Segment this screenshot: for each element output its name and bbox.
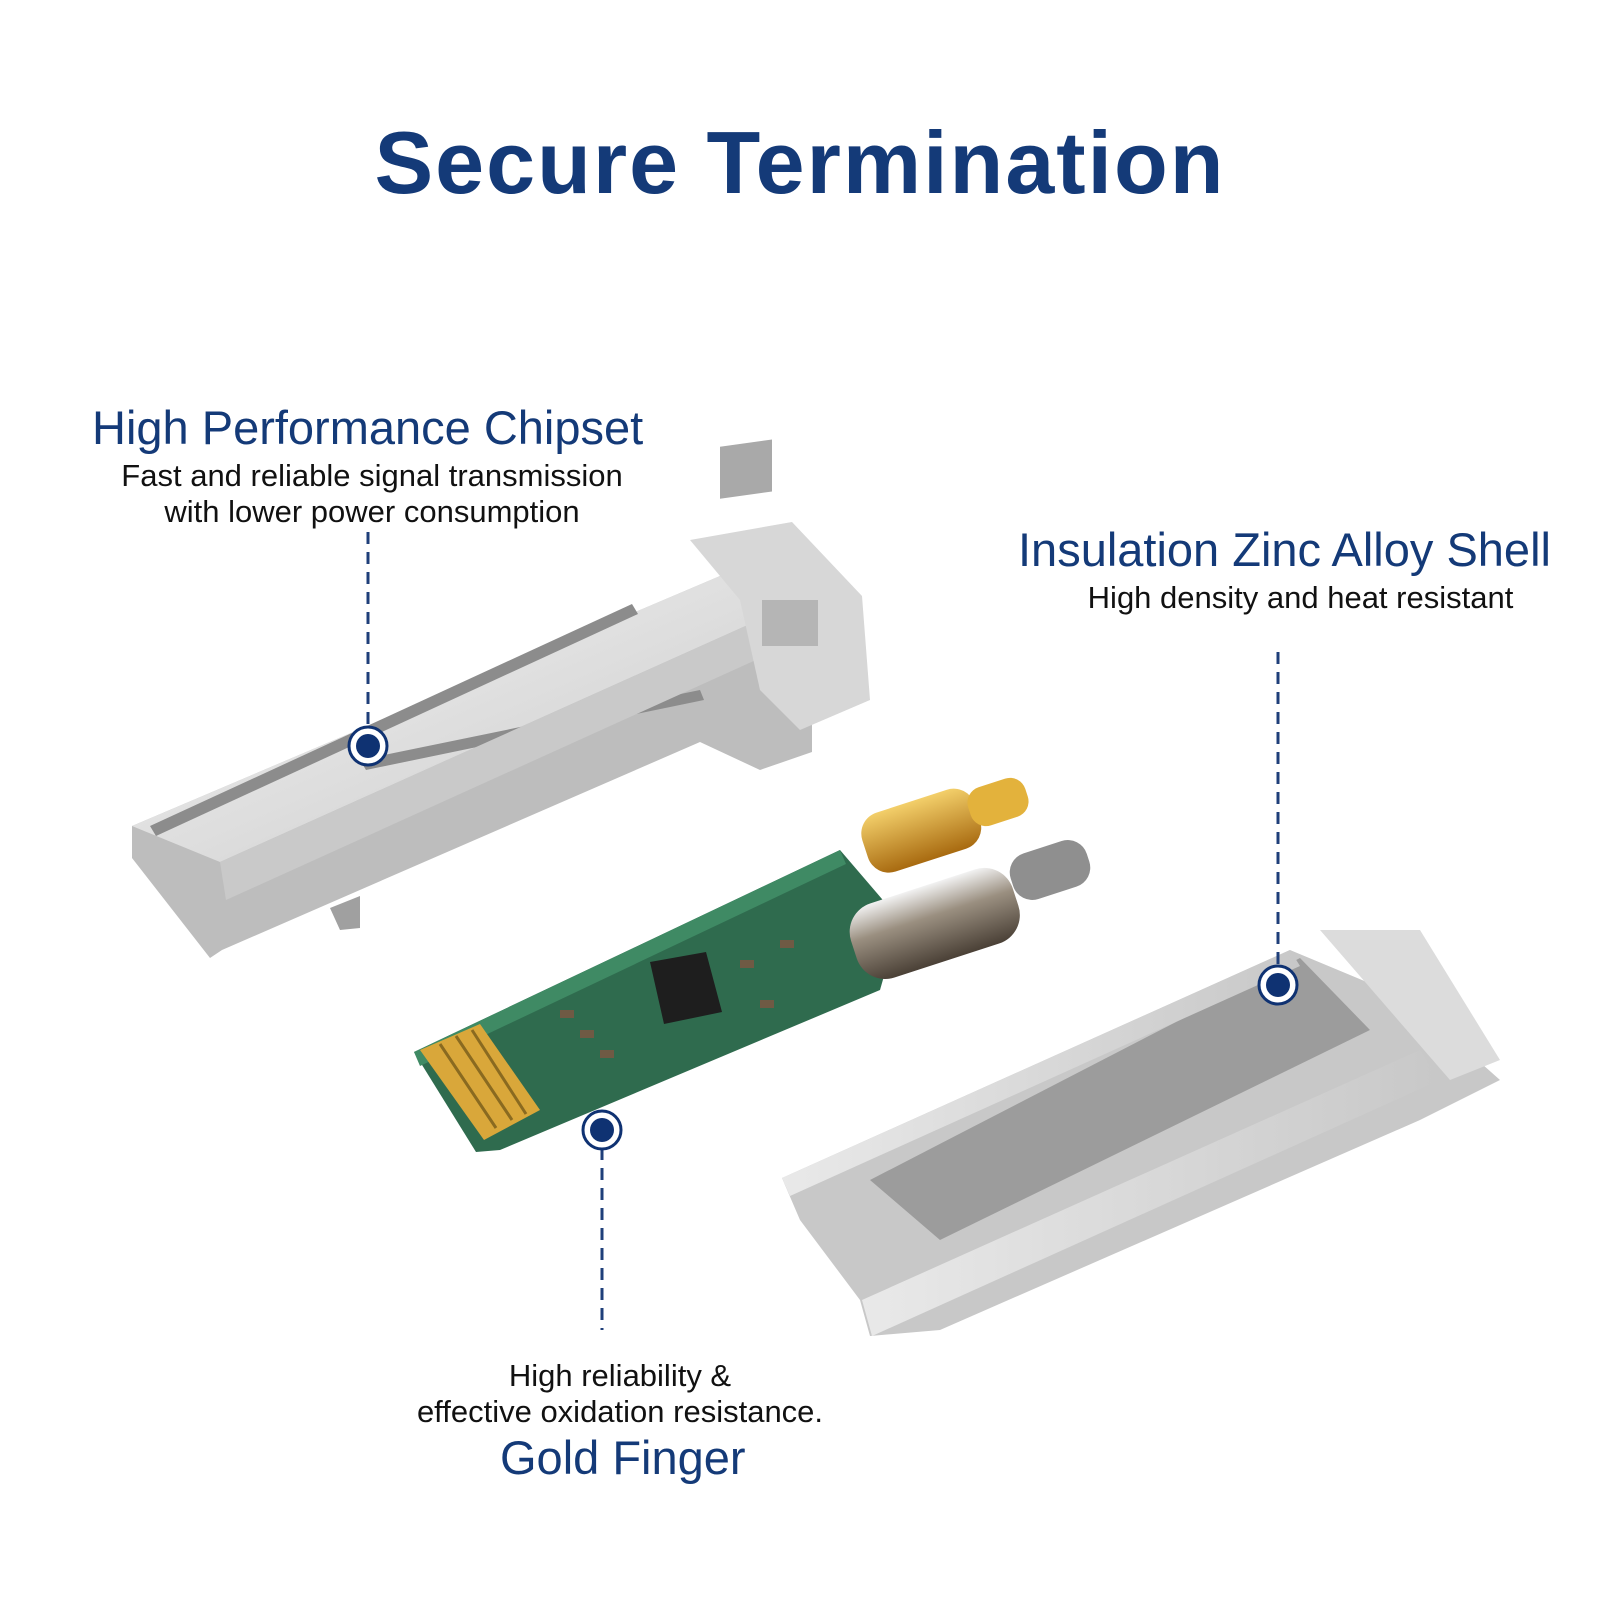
shell-callout-desc: High density and heat resistant bbox=[1018, 580, 1583, 616]
page-title: Secure Termination bbox=[374, 113, 1226, 212]
shell-marker-dot bbox=[1257, 964, 1299, 1006]
chipset-marker-dot bbox=[347, 725, 389, 767]
rosa-cylinder bbox=[849, 840, 1091, 980]
gold-finger-marker-dot bbox=[581, 1109, 623, 1151]
chipset-callout-desc: Fast and reliable signal transmission wi… bbox=[92, 458, 652, 530]
gold-finger-callout-desc: High reliability & effective oxidation r… bbox=[380, 1358, 860, 1430]
chip-icon bbox=[650, 952, 722, 1024]
chipset-callout-title: High Performance Chipset bbox=[92, 401, 644, 454]
chipset-desc-line-2: with lower power consumption bbox=[164, 494, 580, 529]
pcb-board-illustration bbox=[414, 777, 1091, 1152]
chipset-desc-line-1: Fast and reliable signal transmission bbox=[121, 458, 623, 493]
gold-finger-desc-line-1: High reliability & bbox=[508, 1358, 732, 1393]
gold-finger-contacts bbox=[420, 1024, 540, 1140]
sfp-bottom-shell-illustration bbox=[782, 930, 1500, 1336]
gold-finger-desc-line-2: effective oxidation resistance. bbox=[416, 1394, 824, 1429]
sfp-top-cover-illustration bbox=[132, 439, 870, 958]
shell-desc-line-1: High density and heat resistant bbox=[1087, 580, 1514, 615]
gold-finger-callout-title: Gold Finger bbox=[500, 1431, 746, 1484]
tosa-cylinder bbox=[861, 777, 1029, 873]
shell-callout-title: Insulation Zinc Alloy Shell bbox=[1018, 523, 1551, 576]
